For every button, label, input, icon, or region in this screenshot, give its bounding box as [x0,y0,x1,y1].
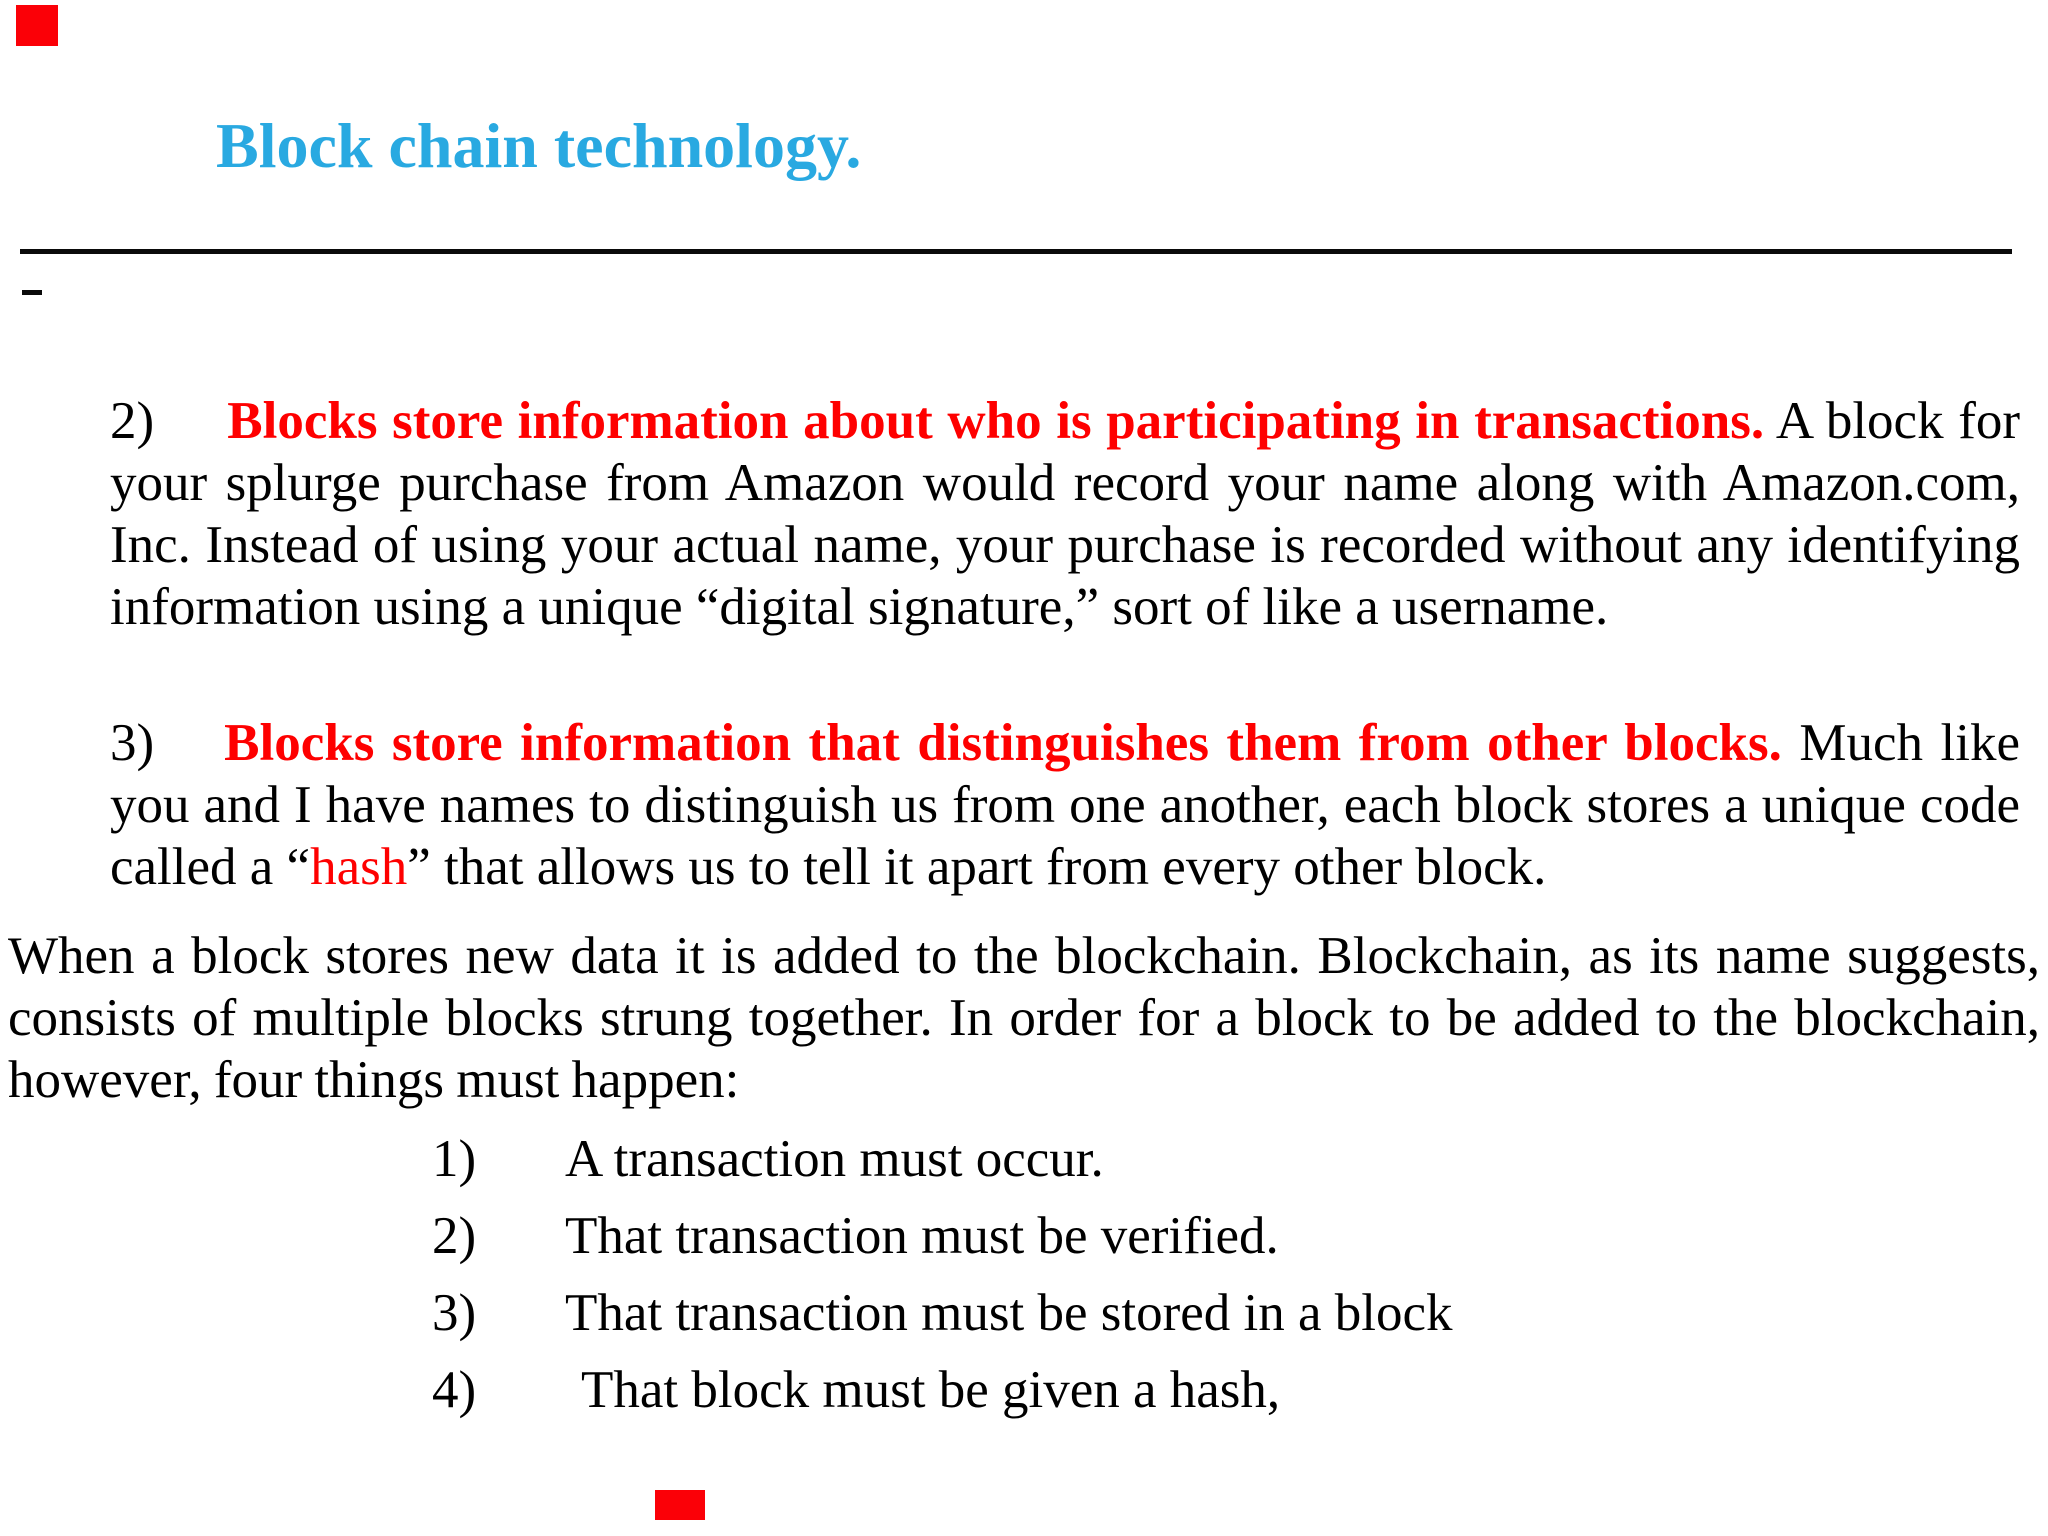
text-run-red-bold: Blocks store information that distinguis… [224,714,1782,772]
list-item-number: 1) [432,1130,477,1188]
list-item-text: That transaction must be verified. [565,1207,1279,1265]
list-item-number: 2) [432,1207,477,1265]
list-item-number: 4) [432,1361,477,1419]
text-run-red-bold: Blocks store information about who is pa… [227,392,1765,450]
list-item-2: 2) That transaction must be verified. [432,1205,1279,1267]
list-item-4: 4) That block must be given a hash, [432,1359,1280,1421]
list-item-number: 3) [432,1284,477,1342]
list-item-3: 3) That transaction must be stored in a b… [432,1282,1453,1344]
text-run-plain: Much like you and I have names to distin… [110,714,2020,896]
text-run-plain: When a block stores new data it is added… [8,927,2040,1109]
text-run-plain: 2) [110,392,228,450]
paragraph-blocks-store-participants: 2) Blocks store information about who is… [110,390,2020,638]
red-mark-top-left [16,5,58,46]
list-item-text: That transaction must be stored in a blo… [565,1284,1453,1342]
text-run-red: hash [310,838,408,896]
dash-mark [22,290,42,295]
text-run-plain: 3) [110,714,225,772]
paragraph-when-block-stores: When a block stores new data it is added… [8,925,2040,1111]
paragraph-blocks-store-hash: 3) Blocks store information that disting… [110,712,2020,898]
red-mark-bottom [655,1490,705,1520]
list-item-1: 1) A transaction must occur. [432,1128,1104,1190]
text-run-plain: A block for your splurge purchase from A… [110,392,2020,636]
title-underline-rule [20,249,2012,254]
list-item-text: A transaction must occur. [565,1130,1104,1188]
text-run-plain: ” that allows us to tell it apart from e… [407,838,1547,896]
list-item-text: That block must be given a hash, [581,1361,1281,1419]
page-title: Block chain technology. [216,110,862,181]
